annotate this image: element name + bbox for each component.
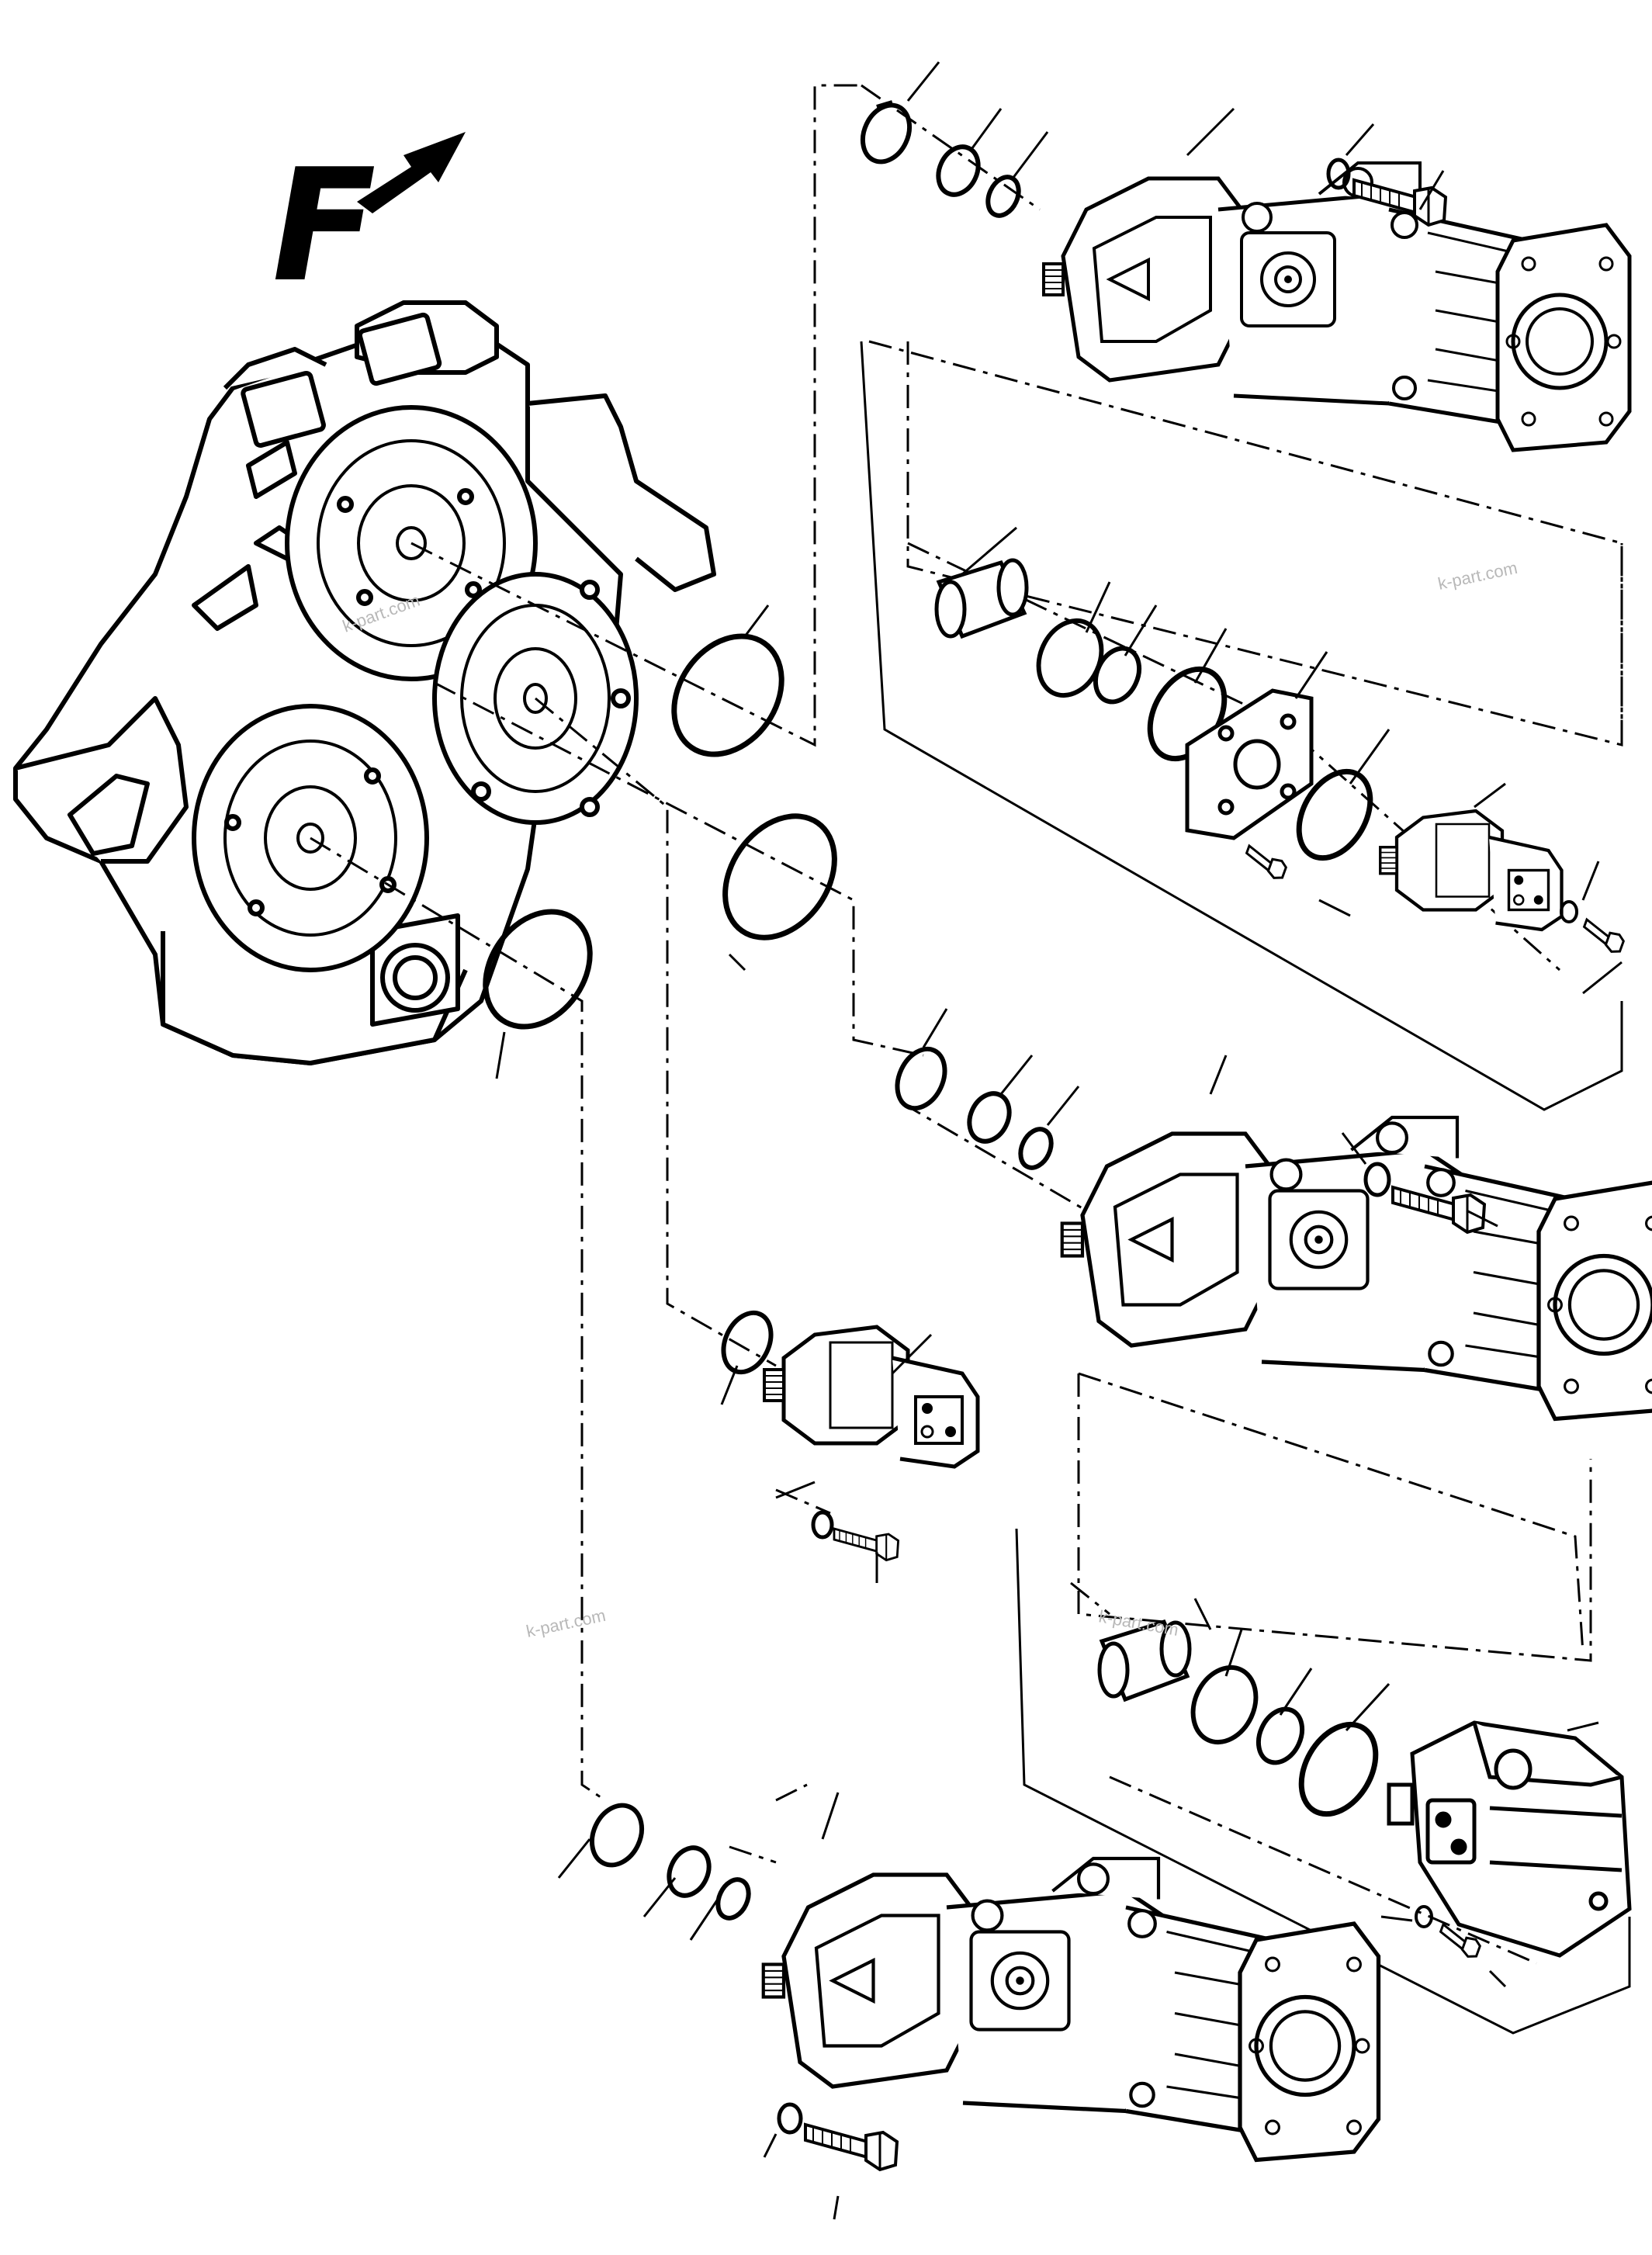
- main-pump-bottom: [764, 1858, 1379, 2160]
- gear-pump-mid: [764, 1327, 978, 1467]
- group-boundaries: [860, 341, 1631, 2035]
- control-valve-mid: [1387, 1720, 1632, 1958]
- watermark-3: k-part.com: [525, 1606, 608, 1641]
- subgroup-box-mid: [1077, 1373, 1592, 1662]
- coupling-mid: [1097, 1619, 1192, 1703]
- leader-lines: [495, 61, 1623, 2220]
- bolt-bottom: [804, 2123, 899, 2171]
- o-ring-upper: [671, 633, 784, 757]
- ring-mid-a: [967, 1091, 1012, 1144]
- screw-top-b: [1578, 918, 1628, 956]
- ring-bottom-a: [667, 1845, 712, 1898]
- screw-top: [1240, 844, 1290, 882]
- watermark-2: k-part.com: [1436, 558, 1519, 594]
- o-ring-middle: [722, 813, 837, 940]
- coupling-top: [934, 558, 1029, 639]
- direction-indicator: F: [255, 132, 466, 317]
- ring-mid-c: [1190, 1664, 1259, 1745]
- washer-mid-b: [1415, 1905, 1433, 1928]
- main-pump-middle: [1062, 1117, 1652, 1419]
- snap-ring-top-b: [1093, 646, 1142, 705]
- snap-ring-mid: [895, 1046, 947, 1111]
- gear-pump-top: [1380, 811, 1562, 930]
- o-ring-mid-c: [1298, 1721, 1379, 1817]
- ring-top-c: [1036, 618, 1104, 698]
- washer-mid: [1363, 1162, 1391, 1197]
- subgroup-box-top: [906, 341, 1623, 746]
- main-pump-top: [1044, 163, 1629, 450]
- washer-top-b: [1560, 900, 1578, 923]
- washer-bottom: [777, 2102, 803, 2135]
- snap-ring-mid-b: [1255, 1706, 1305, 1765]
- direction-label: F: [255, 135, 393, 316]
- snap-ring-bottom: [589, 1803, 645, 1868]
- ring-top-b: [985, 175, 1021, 218]
- washer-top: [1326, 158, 1351, 190]
- bolt-gear: [833, 1527, 899, 1561]
- ring-top-a: [936, 144, 981, 197]
- adapter-plate-top: [1185, 688, 1314, 840]
- o-ring-lower: [483, 909, 593, 1030]
- arrow-icon: [357, 132, 466, 213]
- washer-gear: [811, 1510, 834, 1540]
- ring-mid-b: [1018, 1127, 1054, 1170]
- snap-ring-top: [860, 100, 913, 165]
